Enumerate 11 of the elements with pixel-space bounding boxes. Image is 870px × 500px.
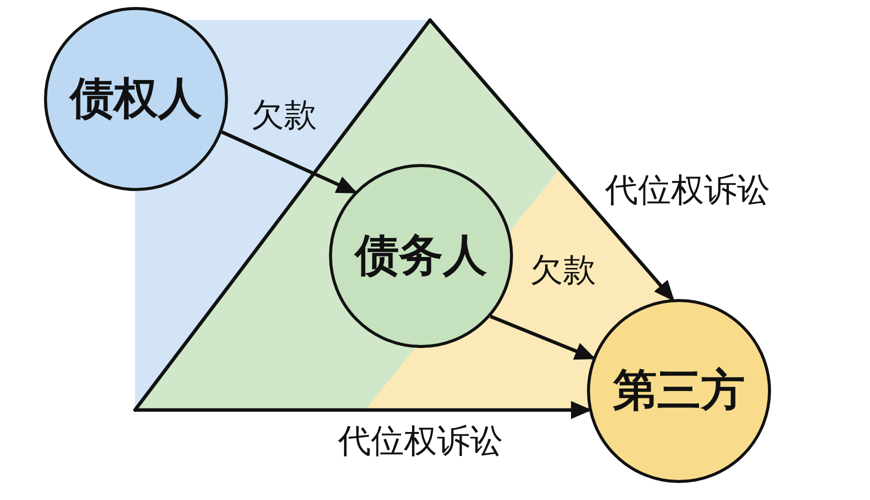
edge-label: 欠款 — [530, 252, 596, 288]
arrow — [221, 130, 358, 194]
party-name: 第三方 — [613, 366, 745, 416]
party-name: 债务人 — [355, 232, 487, 280]
edge-label: 欠款 — [251, 97, 317, 134]
arrow — [428, 18, 675, 302]
arrow — [135, 401, 592, 420]
edge-label: 代位权诉讼 — [605, 172, 770, 208]
party-name: 债权人 — [70, 74, 202, 124]
edge-label: 代位权诉讼 — [338, 423, 503, 460]
arrow — [490, 314, 596, 360]
